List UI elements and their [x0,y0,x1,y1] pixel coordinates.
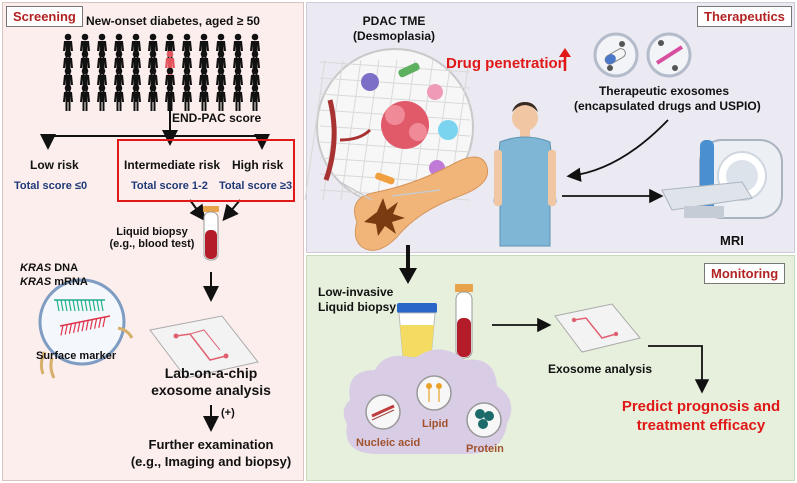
population-icon [63,33,260,111]
kras-dna-gene: KRAS [20,262,52,274]
lab-on-chip-label: Lab-on-a-chip exosome analysis [136,365,286,399]
intermediate-risk-score: Total score 1-2 [131,180,208,192]
monitoring-chip-icon [554,303,641,353]
kras-dna-label: KRAS DNA [20,262,78,274]
protein-icon [466,402,502,438]
therapeutic-exosome-icon [593,32,692,78]
low-invasive-line2: Liquid biopsy [318,300,396,314]
blood-tube-icon [203,206,219,261]
tme-line1: PDAC TME [362,14,426,28]
monitoring-blood-tube-icon [455,284,473,359]
urine-cup-icon [397,303,437,358]
high-risk-score: Total score ≥3 [219,180,293,192]
monitoring-tag: Monitoring [704,263,786,284]
liquid-biopsy-label: Liquid biopsy (e.g., blood test) [108,226,196,250]
predict-line1: Predict prognosis and [621,398,781,415]
therapeutic-exosomes-line2: (encapsulated drugs and USPIO) [574,99,761,113]
low-invasive-biopsy-label: Low-invasive Liquid biopsy [318,285,396,315]
kras-mrna-label: KRAS mRNA [20,276,88,288]
score-name: END-PAC score [172,111,262,125]
surface-marker-label: Surface marker [36,350,117,362]
positive-label: (+) [221,407,235,419]
transition-arrow [399,245,417,284]
high-risk-label: High risk [232,158,284,172]
monitoring-arrows [492,317,710,394]
lab-on-chip-icon [149,315,259,379]
therapeutic-exosomes-line1: Therapeutic exosomes [598,84,730,98]
predict-label: Predict prognosis and treatment efficacy [606,397,796,435]
liquid-biopsy-line2: (e.g., blood test) [109,238,195,250]
nucleic-acid-label: Nucleic acid [356,437,421,449]
pancreas-icon [354,156,489,251]
kras-dna-suffix: DNA [51,262,79,274]
nucleic-acid-icon [365,394,401,430]
high-risk-group-box [117,139,295,202]
therapeutics-tag: Therapeutics [697,6,792,27]
lipid-icon [416,375,452,411]
mri-label: MRI [720,233,744,248]
screening-tag: Screening [6,6,83,27]
lab-on-chip-line1: Lab-on-a-chip [164,365,258,381]
exosome-analysis-label: Exosome analysis [548,362,653,376]
exosome-icon [38,278,134,379]
patient-icon [493,102,557,247]
kras-mrna-gene: KRAS [20,276,52,288]
kras-mrna-suffix: mRNA [51,276,88,288]
drug-penetration-label: Drug penetration [446,55,567,72]
tme-magnified-icon [304,48,474,206]
low-invasive-line1: Low-invasive [318,285,394,299]
intermediate-risk-label: Intermediate risk [124,158,221,172]
population-label: New-onset diabetes, aged ≥ 50 [86,14,260,28]
low-risk-score: Total score ≤0 [14,180,88,192]
further-exam-label: Further examination (e.g., Imaging and b… [108,436,314,470]
lipid-label: Lipid [422,418,449,430]
further-exam-line2: (e.g., Imaging and biopsy) [130,454,292,469]
lab-on-chip-line2: exosome analysis [151,382,271,398]
protein-label: Protein [466,443,504,455]
mri-machine-icon [661,139,783,219]
predict-line2: treatment efficacy [636,417,766,434]
liquid-biopsy-line1: Liquid biopsy [116,226,188,238]
low-risk-label: Low risk [30,158,79,172]
tme-line2: (Desmoplasia) [352,29,436,43]
therapeutic-arrows [562,119,669,204]
drug-penetration-arrow [559,48,571,71]
tme-label: PDAC TME (Desmoplasia) [344,14,444,44]
further-exam-line1: Further examination [148,437,274,452]
therapeutic-exosomes-label: Therapeutic exosomes (encapsulated drugs… [574,84,761,114]
